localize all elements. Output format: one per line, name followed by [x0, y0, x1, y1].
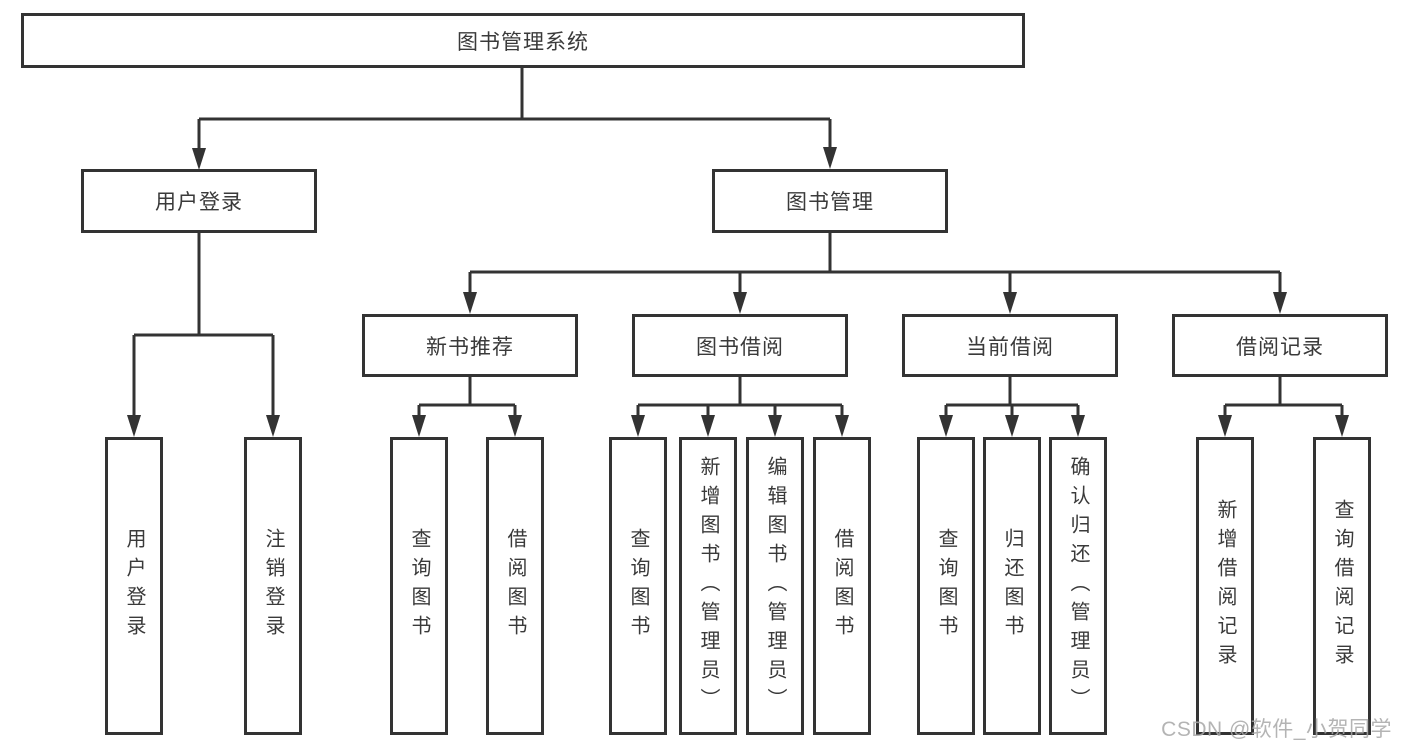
leaf-borrow-books: 借阅图书	[813, 437, 871, 735]
leaf-logout-label: 注销登录	[262, 528, 284, 644]
leaf-add-books-admin-label: 新增图书（管理员）	[697, 455, 719, 717]
node-user-login-branch: 用户登录	[81, 169, 317, 233]
leaf-borrow-books-label: 借阅图书	[831, 528, 853, 644]
node-book-borrow: 图书借阅	[632, 314, 848, 377]
leaf-edit-books-admin-label: 编辑图书（管理员）	[764, 455, 786, 717]
leaf-add-borrow-record-label: 新增借阅记录	[1214, 499, 1236, 673]
node-root-library-system: 图书管理系统	[21, 13, 1025, 68]
leaf-borrow-books-recommend-label: 借阅图书	[504, 528, 526, 644]
leaf-add-books-admin: 新增图书（管理员）	[679, 437, 737, 735]
node-book-management-branch: 图书管理	[712, 169, 948, 233]
leaf-borrow-books-recommend: 借阅图书	[486, 437, 544, 735]
leaf-query-borrow-record-label: 查询借阅记录	[1331, 499, 1353, 673]
leaf-logout: 注销登录	[244, 437, 302, 735]
leaf-edit-books-admin: 编辑图书（管理员）	[746, 437, 804, 735]
leaf-query-books-current: 查询图书	[917, 437, 975, 735]
leaf-add-borrow-record: 新增借阅记录	[1196, 437, 1254, 735]
node-current-borrow: 当前借阅	[902, 314, 1118, 377]
leaf-confirm-return-admin-label: 确认归还（管理员）	[1067, 455, 1089, 717]
leaf-query-books-current-label: 查询图书	[935, 528, 957, 644]
csdn-watermark: CSDN @软件_小贺同学	[1161, 718, 1392, 741]
leaf-user-login: 用户登录	[105, 437, 163, 735]
node-new-book-recommend: 新书推荐	[362, 314, 578, 377]
leaf-query-books-recommend-label: 查询图书	[408, 528, 430, 644]
leaf-return-books: 归还图书	[983, 437, 1041, 735]
leaf-query-books-recommend: 查询图书	[390, 437, 448, 735]
leaf-user-login-label: 用户登录	[123, 528, 145, 644]
leaf-query-books-borrow-label: 查询图书	[627, 528, 649, 644]
leaf-query-borrow-record: 查询借阅记录	[1313, 437, 1371, 735]
node-borrow-records: 借阅记录	[1172, 314, 1388, 377]
leaf-query-books-borrow: 查询图书	[609, 437, 667, 735]
leaf-confirm-return-admin: 确认归还（管理员）	[1049, 437, 1107, 735]
leaf-return-books-label: 归还图书	[1001, 528, 1023, 644]
